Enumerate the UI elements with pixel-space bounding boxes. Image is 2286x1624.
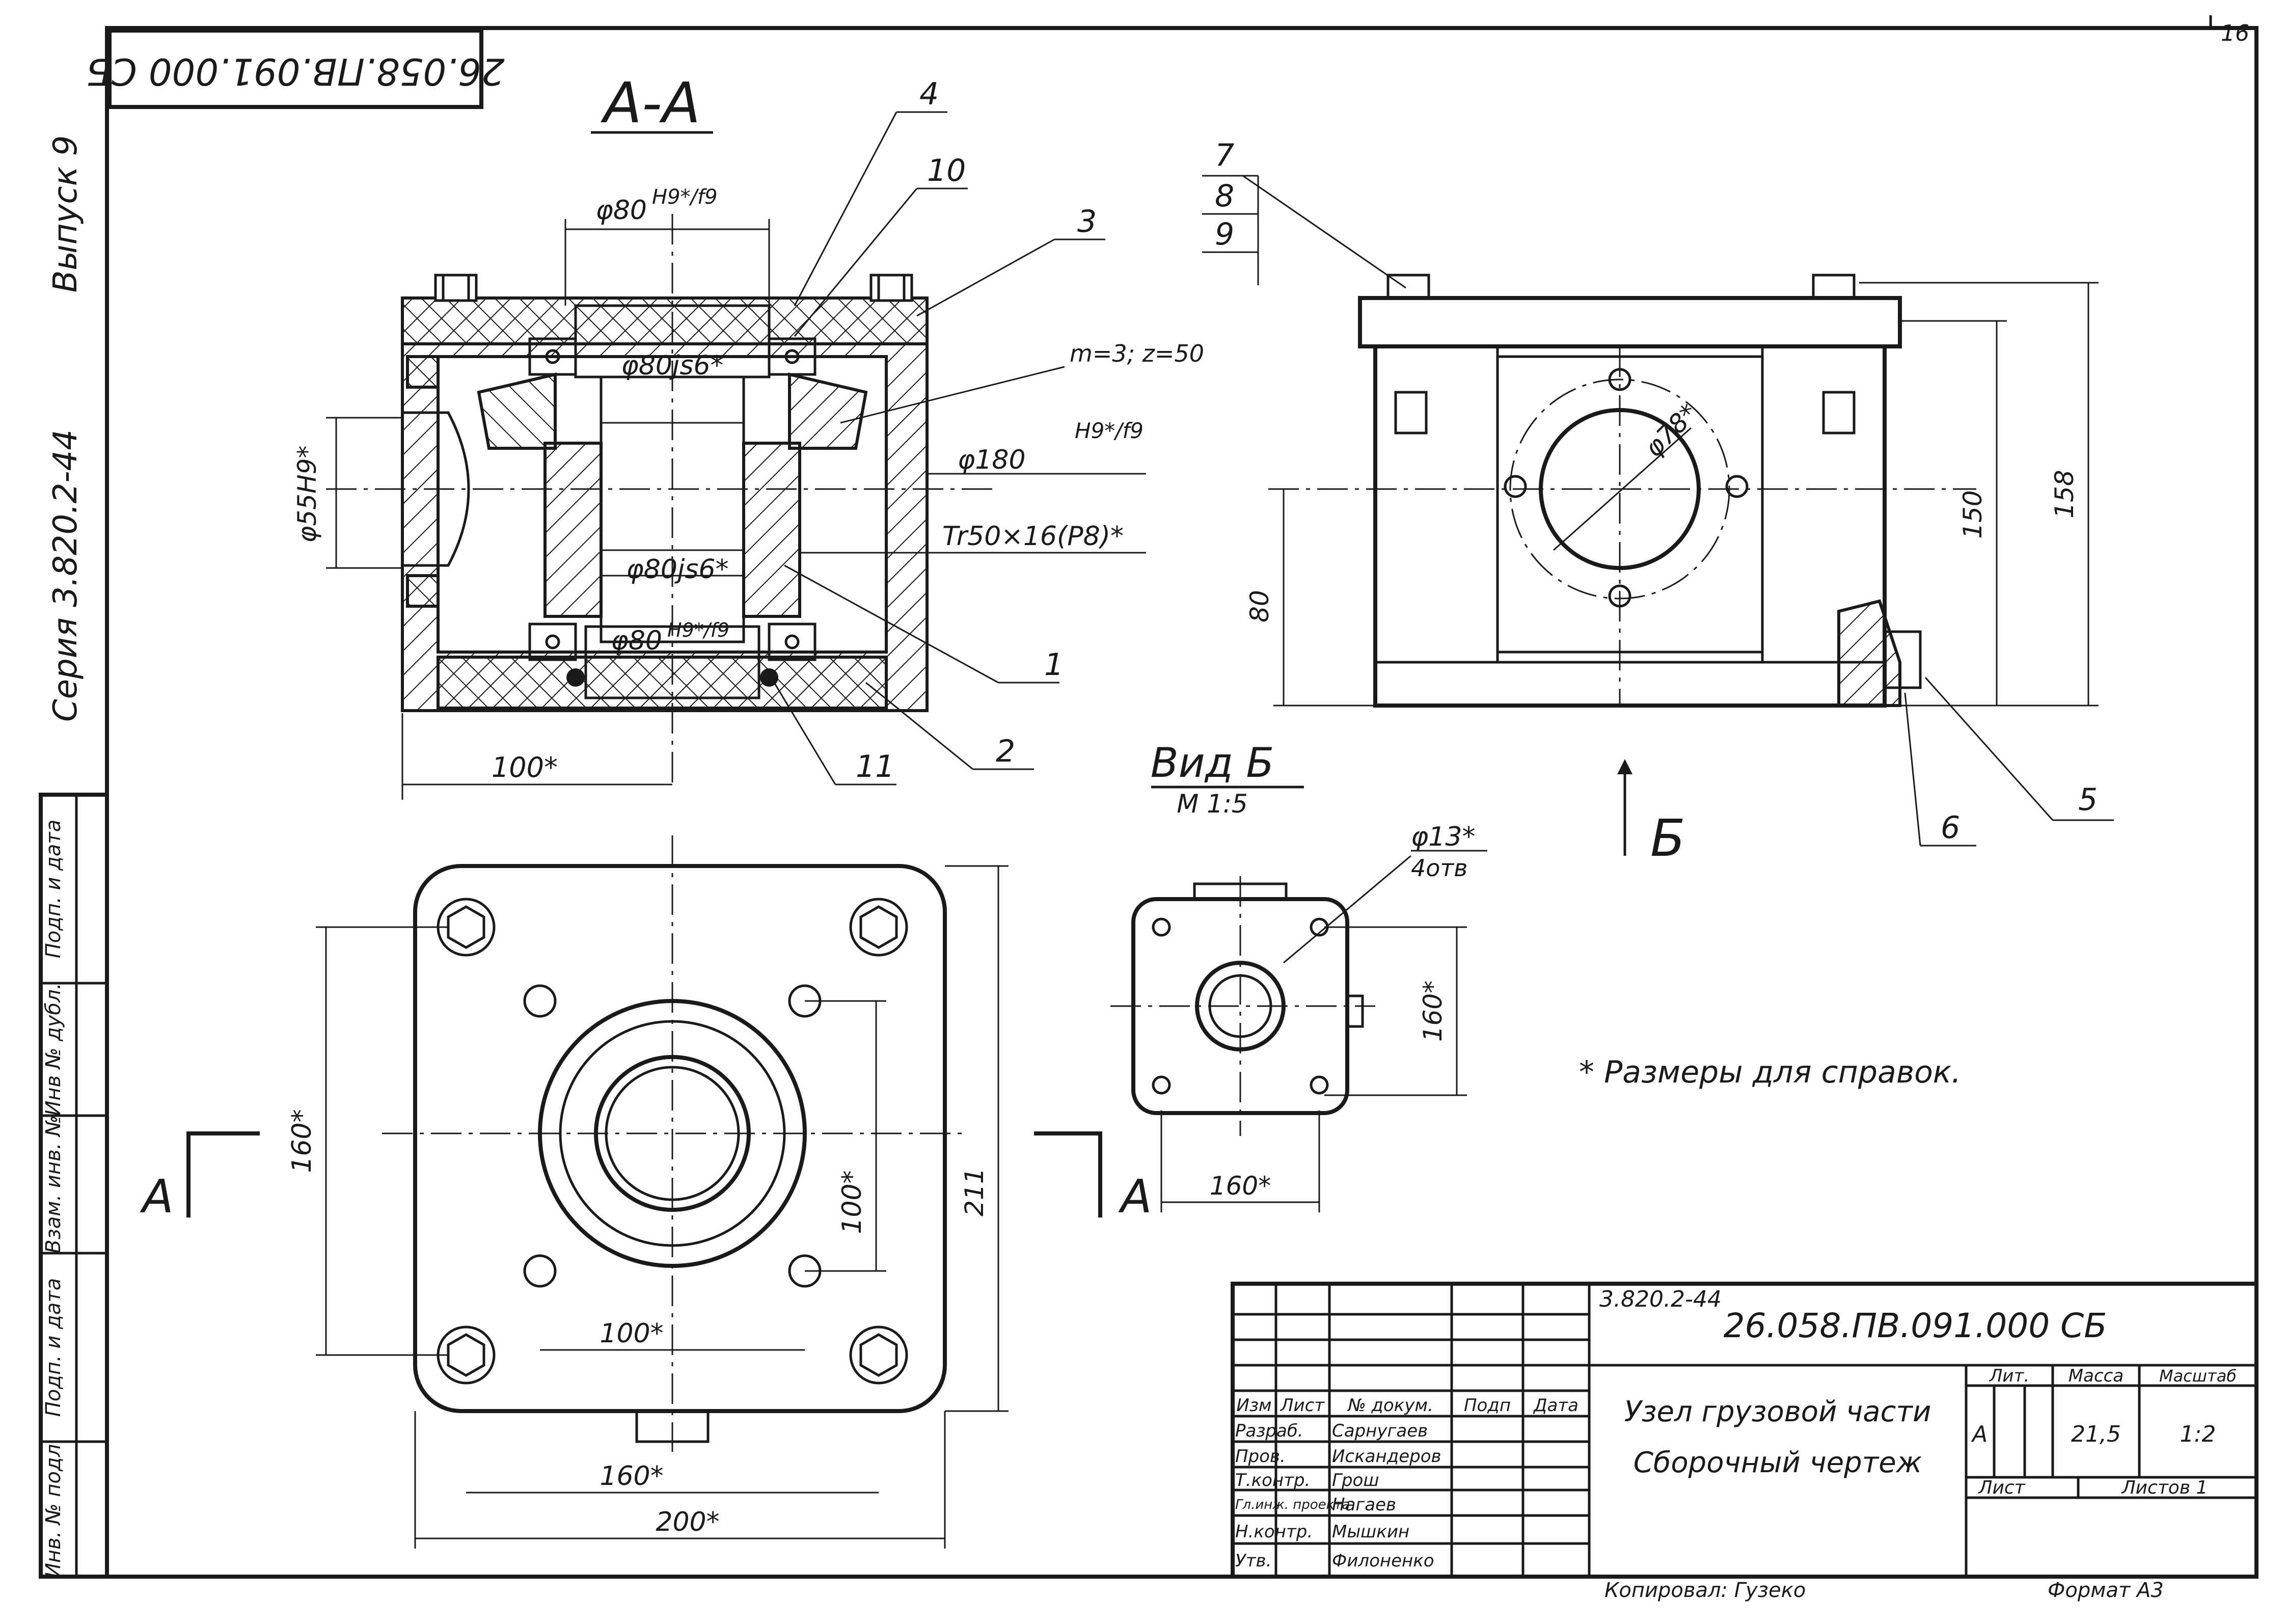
fit-phi80-top: H9*/f9 (652, 185, 718, 209)
side-view: φ78* 80 150 158 7 8 9 5 6 Б (1202, 138, 2114, 868)
tb-scale-label: Масштаб (2159, 1366, 2237, 1386)
tb-role-5: Н.контр. (1235, 1522, 1313, 1542)
plan-dim-100v: 100* (837, 1170, 867, 1234)
view-b-scale: М 1:5 (1177, 789, 1248, 819)
dim-phi80-bottom: φ80 (611, 626, 662, 656)
tb-series-code: 3.820.2-44 (1599, 1286, 1722, 1312)
gear-param: m=3; z=50 (1070, 340, 1204, 367)
tb-header-sign: Подп (1464, 1395, 1511, 1416)
callout-10: 10 (927, 153, 966, 188)
tb-header-date: Дата (1533, 1395, 1579, 1416)
callout-4: 4 (919, 76, 939, 112)
tb-name-1: Сарнугаев (1332, 1421, 1428, 1441)
view-b-dim-160h: 160* (1210, 1171, 1271, 1201)
tb-role-3: Т.контр. (1235, 1470, 1310, 1491)
callout-1: 1 (1044, 647, 1064, 683)
tb-header-izm: Изм (1236, 1395, 1271, 1416)
tb-header-doc: № докум. (1347, 1395, 1433, 1416)
view-arrow-b: Б (1650, 808, 1685, 868)
tb-title-line2: Сборочный чертеж (1634, 1446, 1922, 1479)
view-b: Вид Б М 1:5 φ13* 4отв 160* 160* (1110, 739, 1487, 1212)
tb-role-4: Гл.инж. проекта (1235, 1497, 1350, 1512)
copied-by: Копировал: Гузеко (1604, 1579, 1806, 1602)
tb-header-list: Лист (1280, 1395, 1325, 1416)
plan-dim-211: 211 (960, 1168, 989, 1216)
series-label: Серия 3.820.2-44 (47, 429, 85, 722)
section-aa: А-А (292, 70, 1204, 800)
dim-phi80js6-mid: φ80js6* (626, 554, 728, 585)
dim-100-section: 100* (492, 751, 558, 783)
plan-dim-160v: 160* (287, 1109, 317, 1173)
cut-label-left: А (140, 1170, 174, 1224)
plan-dim-160h: 160* (600, 1461, 663, 1492)
tb-sheet-label: Лист (1977, 1477, 2025, 1498)
callout-3: 3 (1077, 204, 1097, 239)
tb-doc-code: 26.058.ПВ.091.000 СБ (1723, 1306, 2107, 1345)
sheet-format: Формат А3 (2048, 1579, 2164, 1602)
tb-scale-value: 1:2 (2180, 1421, 2216, 1447)
plan-dim-100h: 100* (600, 1318, 663, 1349)
plan-view: 160* 100* 211 100* 160* 200* А А (140, 835, 1152, 1549)
tb-role-2: Пров. (1235, 1446, 1286, 1467)
cut-label-right: А (1118, 1170, 1152, 1224)
dim-phi80-top: φ80 (596, 195, 647, 226)
rotated-code-box: 26.058.ПВ.091.000 СБ (86, 29, 505, 109)
tb-role-1: Разраб. (1235, 1421, 1303, 1441)
callout-9: 9 (1215, 216, 1234, 252)
section-title: А-А (601, 70, 700, 136)
tb-role-6: Утв. (1235, 1551, 1271, 1571)
view-b-holes: φ13* (1411, 822, 1475, 852)
callout-11: 11 (856, 749, 894, 784)
callout-2: 2 (996, 734, 1015, 769)
tb-lit-value: А (1971, 1421, 1988, 1447)
tb-name-6: Филоненко (1332, 1551, 1434, 1571)
tb-name-5: Мышкин (1332, 1522, 1409, 1542)
view-b-dim-160v: 160* (1418, 981, 1448, 1042)
callout-8: 8 (1215, 178, 1234, 214)
tb-title-line1: Узел грузовой части (1624, 1395, 1931, 1428)
dim-80: 80 (1245, 590, 1274, 622)
fit-phi80-bottom: H9*/f9 (667, 619, 729, 641)
dim-phi80js6-top: φ80js6* (621, 350, 723, 381)
fit-phi180: H9*/f9 (1075, 418, 1144, 443)
tb-name-3: Грош (1332, 1470, 1379, 1491)
plan-dim-200: 200* (656, 1507, 719, 1537)
view-b-title: Вид Б (1151, 739, 1274, 787)
rotated-doc-code: 26.058.ПВ.091.000 СБ (86, 50, 505, 93)
strip-label-3: Взам. инв. № (42, 1115, 65, 1254)
view-b-holes-count: 4отв (1411, 854, 1467, 882)
tb-name-2: Искандеров (1332, 1446, 1441, 1467)
left-stamp-strip: Подп. и дата Инв № дубл. Взам. инв. № По… (39, 793, 109, 1579)
tb-name-4: Нагаев (1332, 1495, 1396, 1515)
title-block: 3.820.2-44 26.058.ПВ.091.000 СБ Изм Лист… (1231, 1282, 2258, 1579)
tb-mass-label: Масса (2069, 1366, 2124, 1386)
strip-label-2: Инв № дубл. (42, 983, 65, 1116)
dim-phi55: φ55H9* (292, 445, 322, 543)
thread-label: Tr50×16(P8)* (942, 521, 1124, 552)
dim-150: 150 (1958, 490, 1988, 538)
dim-158: 158 (2050, 470, 2079, 518)
issue-label: Выпуск 9 (47, 135, 85, 292)
tb-sheets-label: Листов 1 (2121, 1477, 2208, 1498)
strip-label-1: Подп. и дата (42, 820, 65, 958)
reference-note: * Размеры для справок. (1579, 1054, 1961, 1090)
page-number: 16 (2221, 20, 2249, 46)
tb-lit-label: Лит. (1989, 1366, 2029, 1386)
dim-phi180: φ180 (958, 445, 1026, 475)
strip-label-4: Подп. и дата (42, 1278, 65, 1417)
callout-7: 7 (1215, 138, 1234, 173)
strip-label-5: Инв. № подл. (42, 1438, 65, 1578)
tb-mass-value: 21,5 (2071, 1421, 2121, 1447)
callout-6: 6 (1941, 810, 1960, 846)
callout-5: 5 (2078, 782, 2098, 818)
